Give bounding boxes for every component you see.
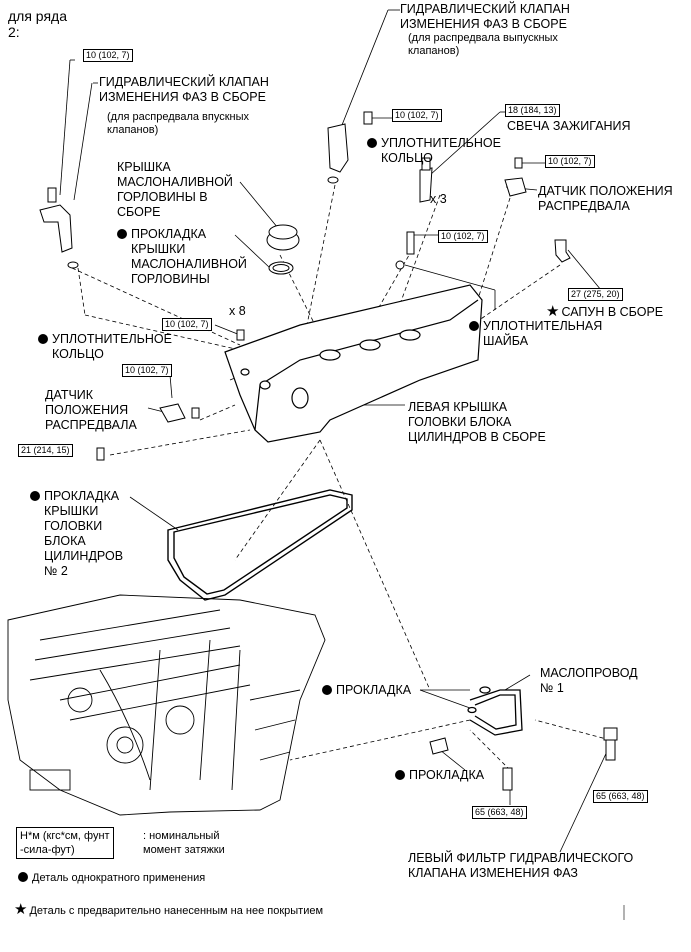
label-x8: x 8 xyxy=(229,304,246,318)
torque-head-cover-bolts: 10 (102, 7) xyxy=(162,318,212,331)
label-gasket-a: ПРОКЛАДКА xyxy=(322,683,411,698)
torque-ocv-intake: 10 (102, 7) xyxy=(83,49,133,62)
legend-unit-desc-line: момент затяжки xyxy=(143,844,225,856)
torque-union-bolt: 65 (663, 48) xyxy=(472,806,527,819)
label-cover-gasket-line: ГОЛОВКИ xyxy=(44,519,103,533)
label-breather: ★САПУН В СБОРЕ xyxy=(546,304,663,320)
label-filler-gasket-line: КРЫШКИ xyxy=(131,242,186,256)
torque-ocv-exhaust: 10 (102, 7) xyxy=(392,109,442,122)
torque-cam-sensor-left: 10 (102, 7) xyxy=(122,364,172,377)
label-cam-sensor-left-line: ПОЛОЖЕНИЯ xyxy=(45,403,129,417)
label-filler-cap: КРЫШКА МАСЛОНАЛИВНОЙ ГОРЛОВИНЫ В СБОРЕ xyxy=(117,160,233,220)
label-ocv-intake: ГИДРАВЛИЧЕСКИЙ КЛАПАН ИЗМЕНЕНИЯ ФАЗ В СБ… xyxy=(99,75,269,137)
label-cover-gasket-line: № 2 xyxy=(44,564,68,578)
label-cam-sensor-left-line: ДАТЧИК xyxy=(45,388,94,402)
label-ocv-intake-note: клапанов) xyxy=(107,124,159,136)
label-gasket-b: ПРОКЛАДКА xyxy=(395,768,484,783)
label-oil-pipe-line: МАСЛОПРОВОД xyxy=(540,666,638,680)
torque-spark-plug: 18 (184, 13) xyxy=(505,104,560,117)
label-filler-gasket-line: МАСЛОНАЛИВНОЙ xyxy=(131,257,247,271)
legend-unit-desc-line: : номинальный xyxy=(143,830,220,842)
torque-cam-sensor-right: 10 (102, 7) xyxy=(545,155,595,168)
label-oil-pipe-line: № 1 xyxy=(540,681,564,695)
non-reusable-icon xyxy=(38,334,48,344)
label-washer-line: УПЛОТНИТЕЛЬНАЯ xyxy=(483,319,603,333)
label-cover-gasket-line: ПРОКЛАДКА xyxy=(44,489,120,503)
legend-precoated: ★Деталь с предварительно нанесенным на н… xyxy=(14,902,323,918)
label-cam-sensor-right-line: РАСПРЕДВАЛА xyxy=(538,199,630,213)
label-filler-cap-line: МАСЛОНАЛИВНОЙ xyxy=(117,175,233,189)
label-cam-sensor-right: ДАТЧИК ПОЛОЖЕНИЯ РАСПРЕДВАЛА xyxy=(538,184,673,214)
label-ocv-exhaust-line: ГИДРАВЛИЧЕСКИЙ КЛАПАН xyxy=(400,2,570,16)
label-washer-line: ШАЙБА xyxy=(483,334,529,348)
label-filler-gasket-line: ПРОКЛАДКА xyxy=(131,227,207,241)
header-line-1: для ряда xyxy=(8,8,67,24)
label-ocv-intake-line: ИЗМЕНЕНИЯ ФАЗ В СБОРЕ xyxy=(99,90,266,104)
label-cover-gasket-line: КРЫШКИ xyxy=(44,504,99,518)
label-filler-gasket: ПРОКЛАДКА КРЫШКИ МАСЛОНАЛИВНОЙ ГОРЛОВИНЫ xyxy=(117,227,247,287)
precoated-star-icon: ★ xyxy=(546,303,560,320)
legend-unit-line: Н*м (кгс*см, фунт xyxy=(20,830,110,842)
label-oring-left-line: УПЛОТНИТЕЛЬНОЕ xyxy=(52,332,172,346)
label-head-cover-line: ГОЛОВКИ БЛОКА xyxy=(408,415,512,429)
label-filler-gasket-line: ГОРЛОВИНЫ xyxy=(131,272,210,286)
label-ocv-intake-line: ГИДРАВЛИЧЕСКИЙ КЛАПАН xyxy=(99,75,269,89)
label-cam-sensor-left-line: РАСПРЕДВАЛА xyxy=(45,418,137,432)
label-filler-cap-line: КРЫШКА xyxy=(117,160,171,174)
non-reusable-icon xyxy=(469,321,479,331)
label-spark-plug: СВЕЧА ЗАЖИГАНИЯ xyxy=(507,119,631,133)
label-ocv-exhaust-note: клапанов) xyxy=(408,45,460,57)
label-cover-gasket-line: БЛОКА xyxy=(44,534,86,548)
label-head-cover-line: ЛЕВАЯ КРЫШКА xyxy=(408,400,508,414)
torque-washer-bolt: 10 (102, 7) xyxy=(438,230,488,243)
label-filter-line: ЛЕВЫЙ ФИЛЬТР ГИДРАВЛИЧЕСКОГО xyxy=(408,851,634,865)
label-filter: ЛЕВЫЙ ФИЛЬТР ГИДРАВЛИЧЕСКОГО КЛАПАНА ИЗМ… xyxy=(408,851,633,881)
non-reusable-icon xyxy=(367,138,377,148)
label-ocv-intake-note: (для распредвала впускных xyxy=(107,111,250,123)
non-reusable-icon xyxy=(322,685,332,695)
header-line-2: 2: xyxy=(8,24,20,40)
label-filter-line: КЛАПАНА ИЗМЕНЕНИЯ ФАЗ xyxy=(408,866,578,880)
label-oring-top-line: УПЛОТНИТЕЛЬНОЕ xyxy=(381,136,501,150)
legend-non-reusable-text: Деталь однократного применения xyxy=(32,872,206,884)
label-gasket-b-text: ПРОКЛАДКА xyxy=(409,768,485,782)
precoated-star-icon: ★ xyxy=(14,901,28,918)
label-ocv-exhaust: ГИДРАВЛИЧЕСКИЙ КЛАПАН ИЗМЕНЕНИЯ ФАЗ В СБ… xyxy=(400,2,570,58)
label-filler-cap-line: ГОРЛОВИНЫ В xyxy=(117,190,208,204)
label-oring-top: УПЛОТНИТЕЛЬНОЕ КОЛЬЦО xyxy=(367,136,501,166)
torque-bolt-21: 21 (214, 15) xyxy=(18,444,73,457)
legend-unit-box: Н*м (кгс*см, фунт -сила-фут) xyxy=(16,827,114,859)
label-head-cover: ЛЕВАЯ КРЫШКА ГОЛОВКИ БЛОКА ЦИЛИНДРОВ В С… xyxy=(408,400,546,445)
non-reusable-icon xyxy=(117,229,127,239)
non-reusable-icon xyxy=(395,770,405,780)
label-ocv-exhaust-note: (для распредвала выпускных xyxy=(408,32,558,44)
label-cover-gasket-line: ЦИЛИНДРОВ xyxy=(44,549,124,563)
label-oring-left-line: КОЛЬЦО xyxy=(52,347,104,361)
label-oring-top-line: КОЛЬЦО xyxy=(381,151,433,165)
label-filler-cap-line: СБОРЕ xyxy=(117,205,161,219)
non-reusable-icon xyxy=(30,491,40,501)
label-washer: УПЛОТНИТЕЛЬНАЯ ШАЙБА xyxy=(469,319,602,349)
torque-filter: 65 (663, 48) xyxy=(593,790,648,803)
legend-non-reusable: Деталь однократного применения xyxy=(18,872,205,885)
non-reusable-icon xyxy=(18,872,28,882)
label-x3: x 3 xyxy=(430,192,447,206)
label-gasket-a-text: ПРОКЛАДКА xyxy=(336,683,412,697)
legend-unit-line: -сила-фут) xyxy=(20,844,75,856)
header-title: для ряда 2: xyxy=(8,8,67,40)
legend-unit-description: : номинальный момент затяжки xyxy=(143,829,225,857)
label-oring-left: УПЛОТНИТЕЛЬНОЕ КОЛЬЦО xyxy=(38,332,172,362)
label-oil-pipe: МАСЛОПРОВОД № 1 xyxy=(540,666,638,696)
label-ocv-exhaust-line: ИЗМЕНЕНИЯ ФАЗ В СБОРЕ xyxy=(400,17,567,31)
legend-precoated-text: Деталь с предварительно нанесенным на не… xyxy=(29,905,324,917)
label-breather-text: САПУН В СБОРЕ xyxy=(561,305,664,319)
label-head-cover-line: ЦИЛИНДРОВ В СБОРЕ xyxy=(408,430,546,444)
torque-breather: 27 (275, 20) xyxy=(568,288,623,301)
label-cover-gasket: ПРОКЛАДКА КРЫШКИ ГОЛОВКИ БЛОКА ЦИЛИНДРОВ… xyxy=(30,489,123,579)
label-cam-sensor-left: ДАТЧИК ПОЛОЖЕНИЯ РАСПРЕДВАЛА xyxy=(45,388,137,433)
label-cam-sensor-right-line: ДАТЧИК ПОЛОЖЕНИЯ xyxy=(538,184,673,198)
